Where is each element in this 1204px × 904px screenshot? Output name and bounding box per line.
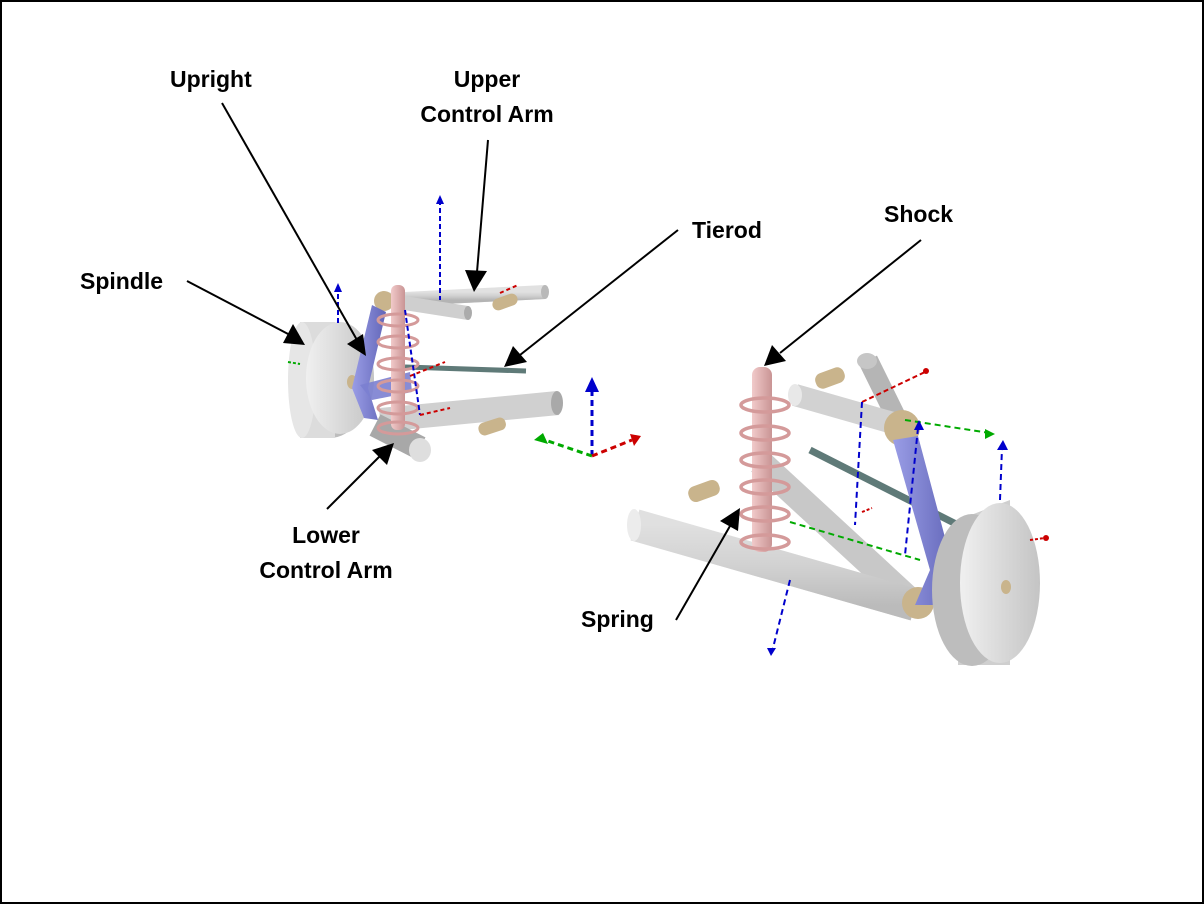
right-spring: [739, 396, 791, 551]
left-bushing-upper: [492, 293, 518, 311]
x-axis-arrow-icon: [630, 434, 641, 446]
z-axis-arrow-icon: [585, 377, 599, 392]
global-axis-triad: [534, 377, 641, 458]
upper-control-arm-arrowhead-icon: [465, 270, 487, 292]
lower-control-arm-leader-line: [326, 455, 381, 510]
y-axis: [544, 438, 593, 458]
left-lower-control-arm: [369, 391, 563, 462]
label-upright: Upright: [170, 66, 252, 92]
upright-arrowhead-icon: [347, 334, 366, 356]
shock-leader-line: [779, 239, 922, 354]
spindle-arrowhead-icon: [283, 324, 305, 345]
label-upper-control-arm: Upper Control Arm: [412, 62, 562, 132]
right-upper-control-arm: [788, 353, 920, 446]
right-bushing-lower: [688, 479, 720, 503]
left-bushing-lower: [478, 417, 506, 436]
x-axis: [591, 438, 633, 458]
right-lower-control-arm: [627, 452, 934, 621]
label-tierod: Tierod: [692, 217, 762, 243]
label-lower-control-arm: Lower Control Arm: [251, 518, 401, 588]
label-upper-control-arm-line1: Upper: [453, 66, 521, 92]
label-lower-control-arm-line1: Lower: [292, 522, 360, 548]
spring-arrowhead-icon: [720, 508, 740, 531]
left-assembly: [287, 195, 563, 462]
upright-leader-line: [221, 102, 358, 341]
left-tierod: [404, 364, 527, 374]
label-lower-control-arm-line2: Control Arm: [259, 557, 393, 583]
right-spindle: [932, 500, 1040, 666]
shock-arrowhead-icon: [764, 345, 786, 366]
spindle-leader-line: [186, 280, 291, 336]
spring-leader-line: [675, 525, 731, 621]
right-bushing-upper: [815, 367, 845, 389]
left-upper-control-arm: [374, 285, 549, 320]
y-axis-arrow-icon: [534, 433, 548, 444]
left-spindle: [288, 322, 374, 438]
label-upper-control-arm-line2: Control Arm: [420, 101, 554, 127]
label-shock: Shock: [884, 201, 954, 227]
left-upright: [352, 305, 386, 420]
right-markers: [767, 368, 1049, 656]
right-shock: [752, 367, 772, 552]
lower-control-arm-arrowhead-icon: [372, 443, 394, 465]
tierod-leader-line: [519, 229, 679, 356]
tierod-arrowhead-icon: [504, 346, 527, 367]
upper-control-arm-leader-line: [476, 139, 489, 273]
leader-lines: [186, 102, 922, 621]
right-assembly: [627, 353, 1049, 666]
label-spindle: Spindle: [80, 268, 164, 294]
label-spring: Spring: [581, 606, 654, 632]
